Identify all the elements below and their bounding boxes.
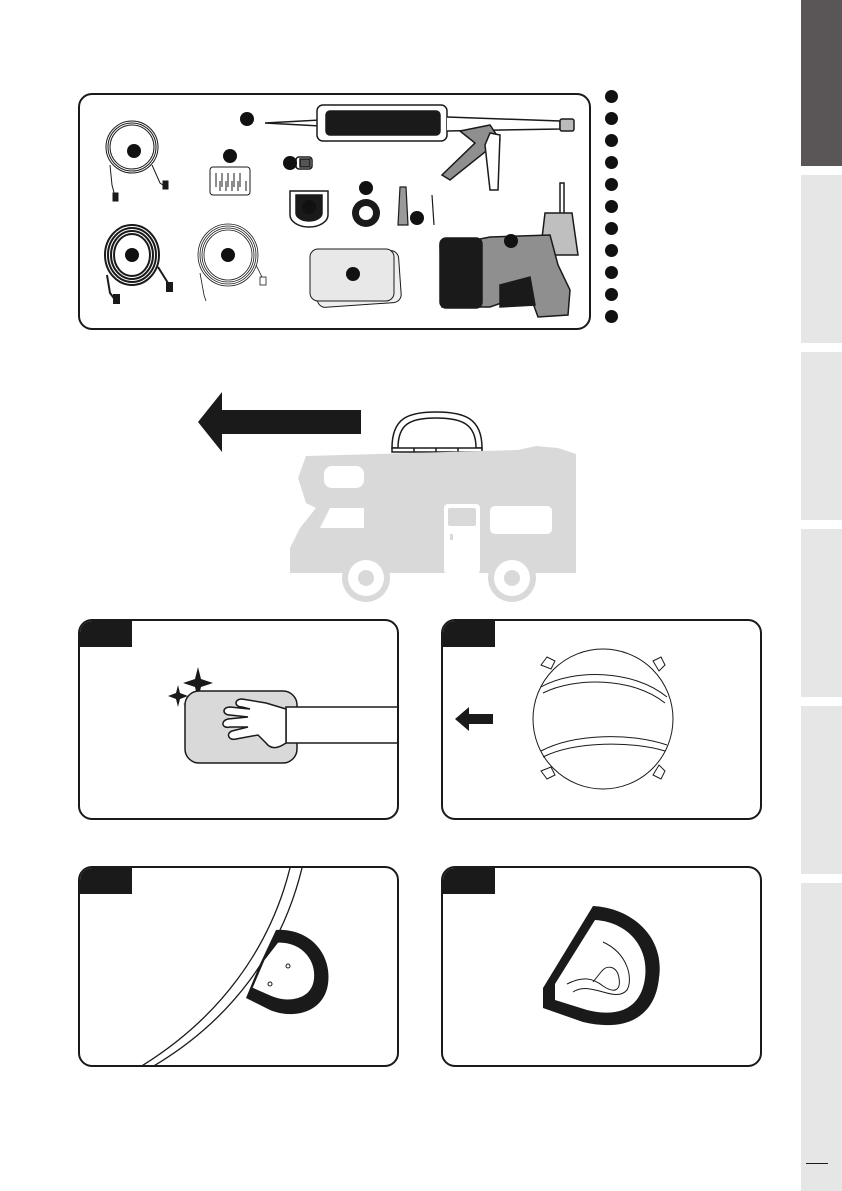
chapter-tab-1[interactable] [801, 0, 842, 166]
clean-roof-illustration [80, 621, 397, 818]
step-panel-2 [441, 619, 762, 820]
legend-bullet-6 [605, 200, 618, 213]
chapter-tab-4[interactable] [801, 529, 842, 697]
marker-item-1 [127, 144, 141, 158]
parts-illustration [80, 95, 589, 328]
chapter-tab-3[interactable] [801, 352, 842, 520]
marker-item-5 [240, 112, 254, 126]
legend-bullet-4 [605, 156, 618, 169]
caulking-gun-icon [265, 105, 574, 190]
coiled-cable-icon [106, 121, 168, 201]
marker-item-11 [504, 234, 518, 248]
cable-entry-cover-icon [246, 930, 328, 1014]
front-direction-arrow-icon [455, 707, 493, 731]
marker-item-2 [125, 248, 139, 262]
legend-bullet-11 [605, 310, 618, 323]
motorhome-illustration [286, 408, 578, 603]
cordless-drill-icon [440, 183, 578, 317]
page-number-rule [806, 1163, 828, 1164]
mounting-plate-icon [533, 649, 673, 789]
cable-clip-icon [296, 157, 312, 169]
step-panel-4 [441, 866, 762, 1067]
rear-wheel-icon [488, 554, 536, 602]
screw-set-icon [210, 167, 250, 195]
step-panel-1 [78, 619, 399, 820]
marker-item-10 [346, 267, 360, 281]
chapter-tab-5[interactable] [801, 706, 842, 874]
legend-bullet-8 [605, 244, 618, 257]
marker-item-9 [410, 211, 424, 225]
marker-item-3 [221, 248, 235, 262]
front-wheel-icon [342, 554, 390, 602]
marker-item-8 [359, 181, 373, 195]
legend-bullet-10 [605, 288, 618, 301]
legend-bullet-7 [605, 222, 618, 235]
legend-bullet-3 [605, 134, 618, 147]
base-plate-illustration [443, 621, 760, 818]
marker-item-7 [302, 200, 316, 214]
sealant-bead-illustration [443, 868, 760, 1065]
data-cable-icon [198, 224, 266, 301]
dome-antenna-icon [392, 412, 482, 452]
coax-cable-icon [105, 225, 172, 303]
marker-item-6 [283, 156, 297, 170]
marker-item-4 [223, 149, 237, 163]
grommet-icon [352, 199, 380, 227]
legend-bullet-1 [605, 90, 618, 103]
parts-overview-box [78, 93, 591, 330]
chapter-tab-2[interactable] [801, 175, 842, 343]
chapter-tab-6[interactable] [801, 883, 842, 1191]
cable-entry-illustration [80, 868, 397, 1065]
legend-bullet-2 [605, 112, 618, 125]
legend-bullet-5 [605, 178, 618, 191]
step-panel-3 [78, 866, 399, 1067]
legend-bullet-9 [605, 266, 618, 279]
